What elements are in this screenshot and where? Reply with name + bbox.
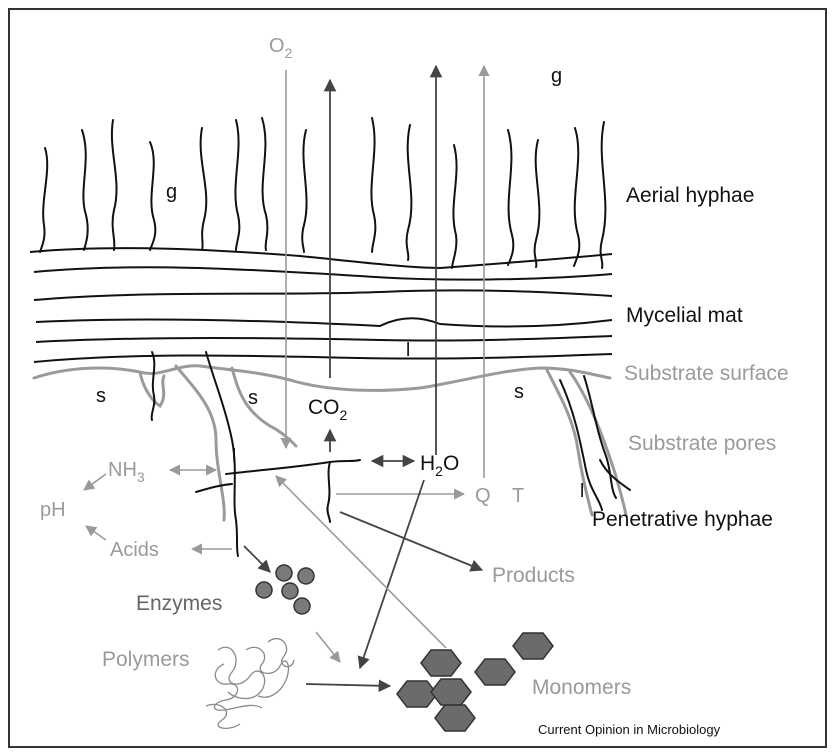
g-label-top: g — [551, 65, 562, 87]
l-label-mat: l — [406, 340, 410, 361]
monomers-uptake-arrow — [276, 476, 446, 648]
monomers-label: Monomers — [532, 676, 631, 699]
s-label-left: s — [96, 385, 106, 407]
h2o-to-monomers-arrow — [360, 480, 424, 668]
g-label-aerial: g — [166, 181, 177, 203]
aerial-hyphae-label: Aerial hyphae — [626, 184, 754, 207]
mycelial-mat-label: Mycelial mat — [626, 304, 743, 327]
polymers-label: Polymers — [102, 648, 190, 671]
enzymes-to-monomers-arrow — [316, 632, 340, 662]
l-label-left: l — [232, 446, 236, 467]
polymers-to-monomers-arrow — [306, 684, 390, 686]
nh3-to-ph-arrow — [84, 474, 106, 490]
enzyme-molecules — [256, 565, 314, 614]
s-label-middle: s — [248, 387, 258, 409]
t-label: T — [512, 485, 524, 507]
acids-label: Acids — [110, 539, 159, 561]
s-label-right: s — [514, 381, 524, 403]
o2-label: O2 — [269, 35, 293, 61]
substrate-surface-label: Substrate surface — [624, 362, 789, 385]
monomer-molecules — [397, 633, 553, 731]
enzymes-label: Enzymes — [136, 592, 222, 615]
products-label: Products — [492, 564, 575, 587]
co2-label: CO2 — [308, 396, 348, 423]
h2o-label: H2O — [420, 452, 459, 479]
mycelial-mat-layers — [30, 248, 612, 362]
nh3-label: NH3 — [108, 459, 145, 485]
ph-label: pH — [40, 499, 66, 521]
penetrative-hyphae-label: Penetrative hyphae — [592, 508, 773, 531]
penetrative-hyphae-strands — [152, 352, 630, 556]
substrate-pores-label: Substrate pores — [628, 432, 776, 455]
aerial-hyphae-strands — [40, 118, 605, 268]
q-label: Q — [475, 485, 491, 507]
acids-to-ph-arrow — [86, 526, 106, 540]
polymer-chains — [206, 639, 294, 729]
journal-credit: Current Opinion in Microbiology — [538, 722, 721, 737]
hypha-to-enzymes-arrow — [244, 546, 270, 572]
l-label-right: l — [580, 481, 584, 502]
